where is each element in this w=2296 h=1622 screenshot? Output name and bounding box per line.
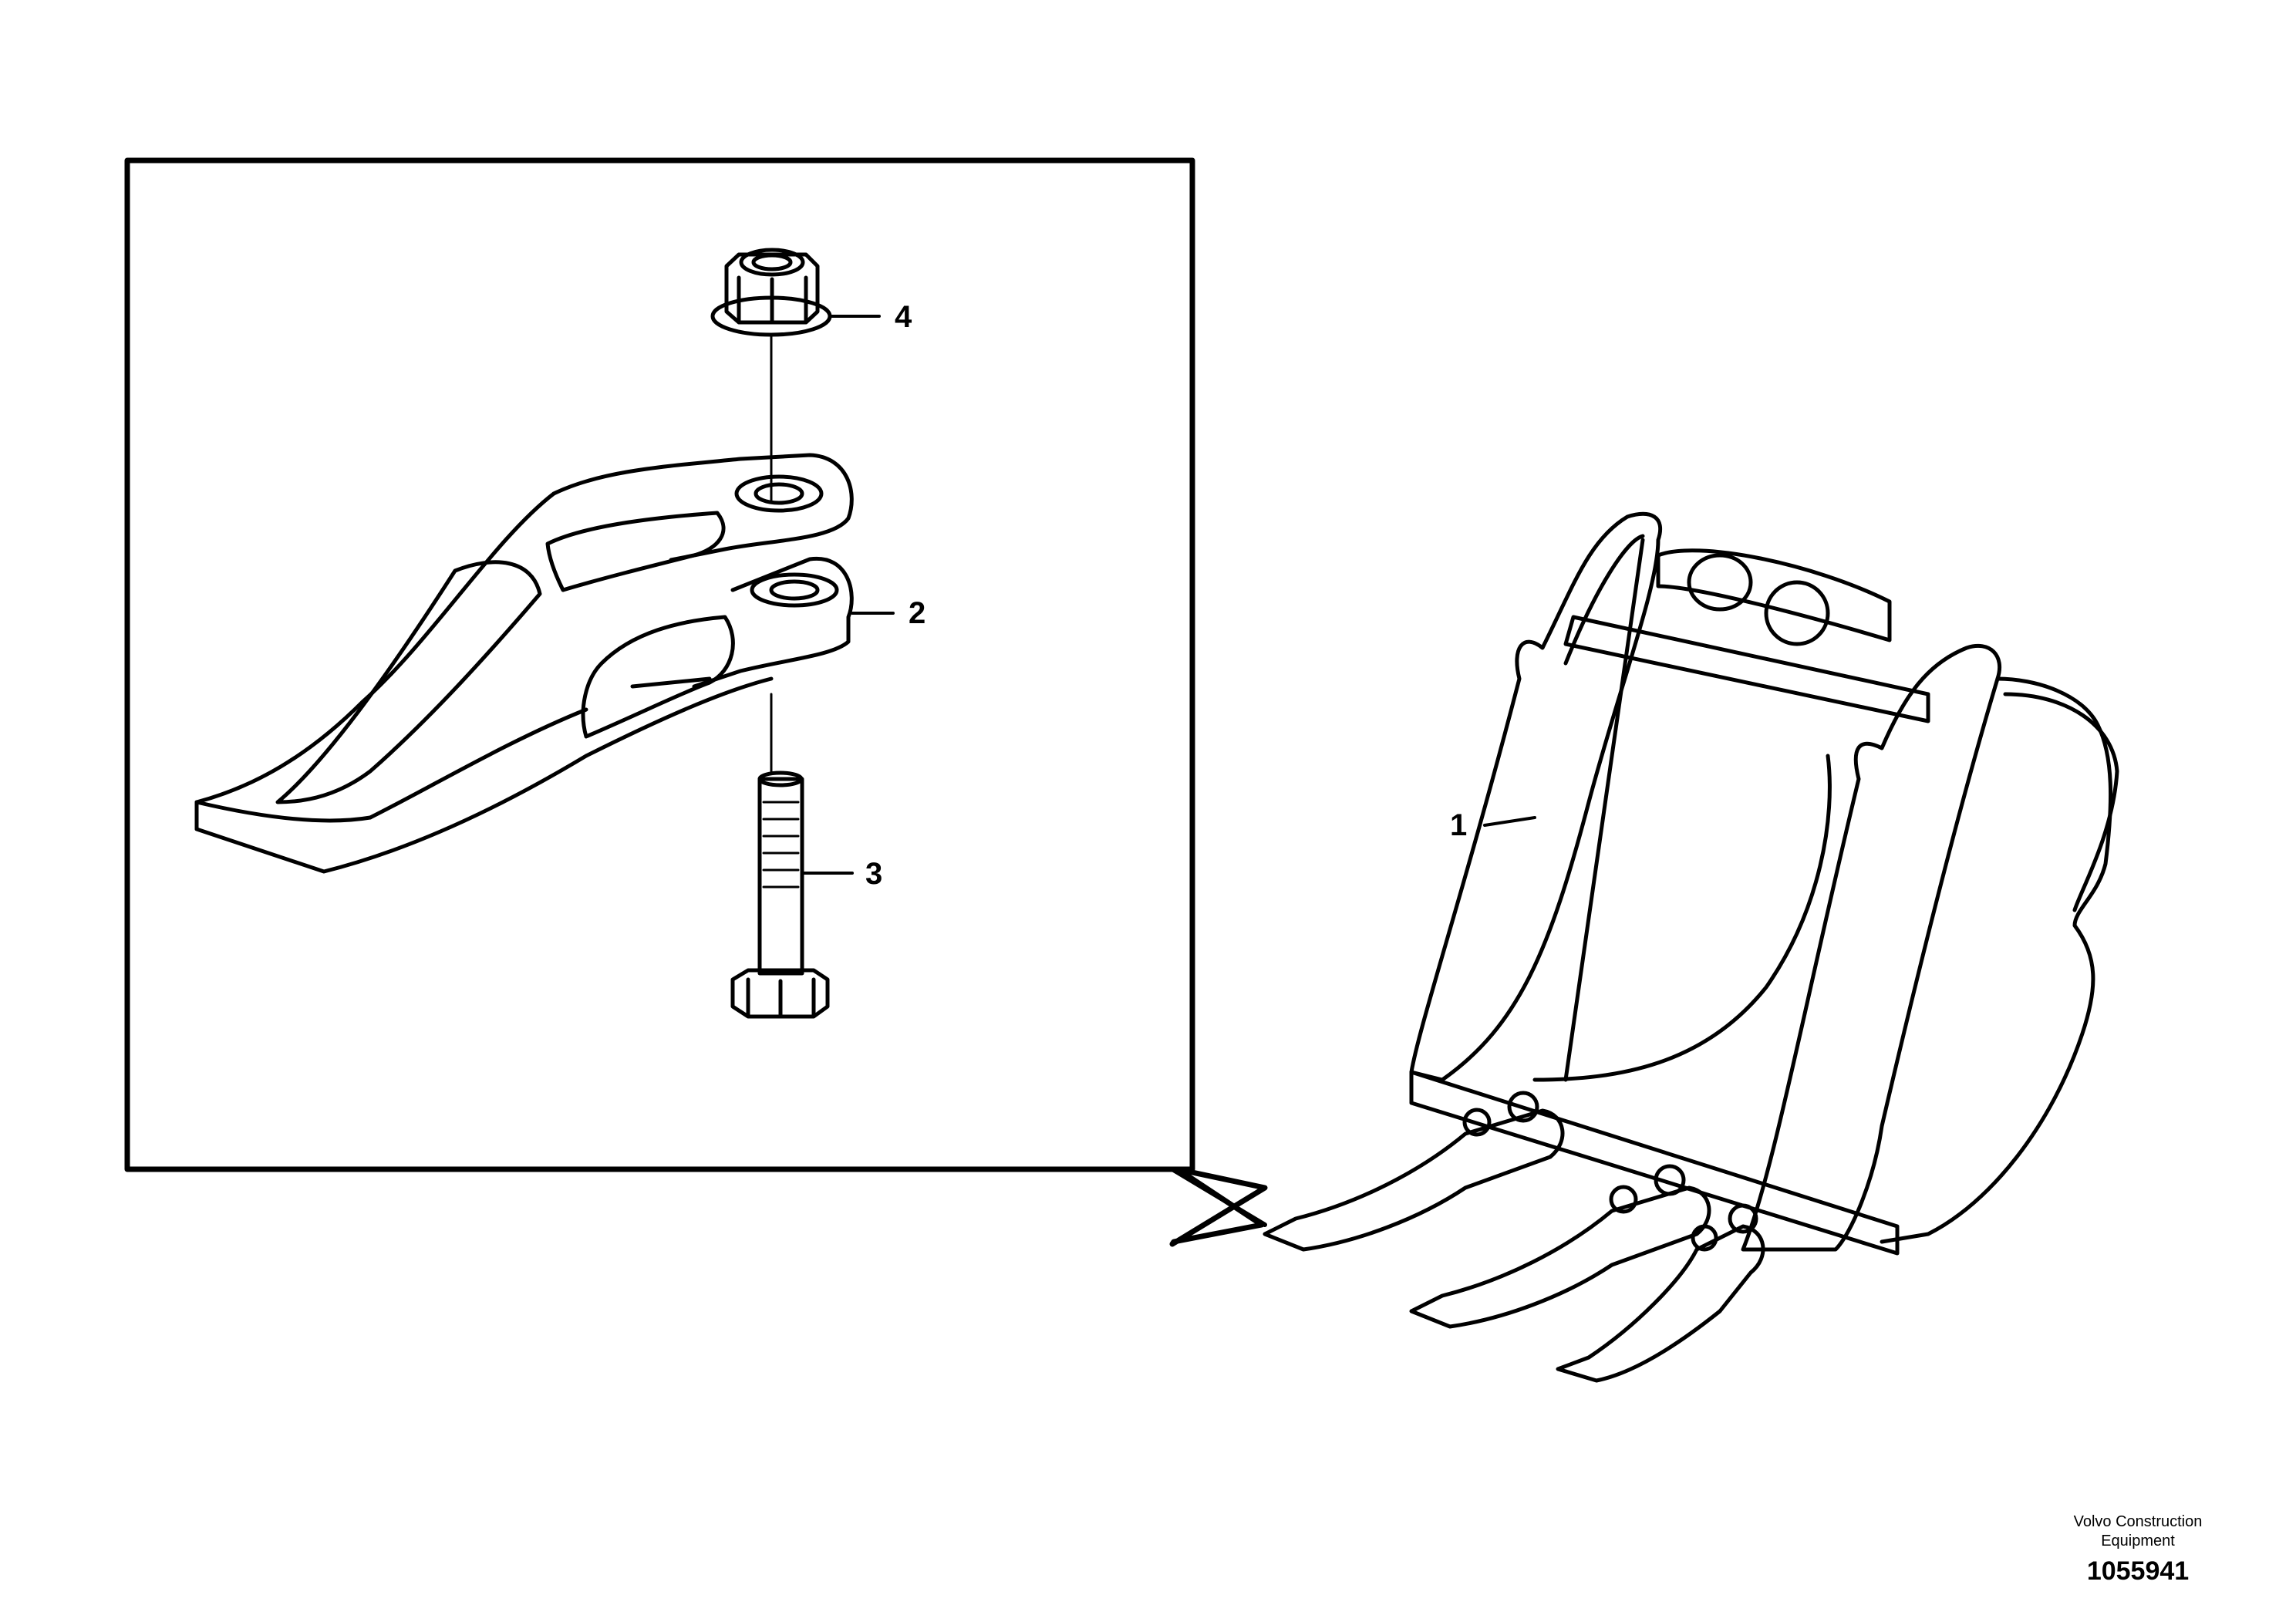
callout-1: 1: [1450, 808, 1467, 842]
callout-3: 3: [865, 857, 882, 891]
bucket: [1263, 511, 2119, 1383]
detail-pointer: [1170, 1167, 1267, 1227]
bucket-tooth: [194, 453, 854, 874]
flange-nut: [710, 248, 832, 337]
bucket-tooth-middle: [1409, 1164, 1711, 1329]
callout-4: 4: [895, 300, 912, 334]
company-name: Volvo Construction Equipment: [2061, 1512, 2215, 1551]
tooth-bolt: [730, 771, 830, 1019]
drawing-number: 1055941: [2086, 1556, 2190, 1586]
company-line-1: Volvo Construction: [2073, 1513, 2203, 1530]
leader-line-1: [1483, 816, 1536, 827]
bucket-tooth-left: [1263, 1091, 1565, 1252]
detail-frame: [124, 157, 1268, 1247]
callout-2: 2: [909, 596, 925, 630]
bucket-tooth-right: [1556, 1203, 1765, 1383]
company-line-2: Equipment: [2101, 1533, 2175, 1549]
